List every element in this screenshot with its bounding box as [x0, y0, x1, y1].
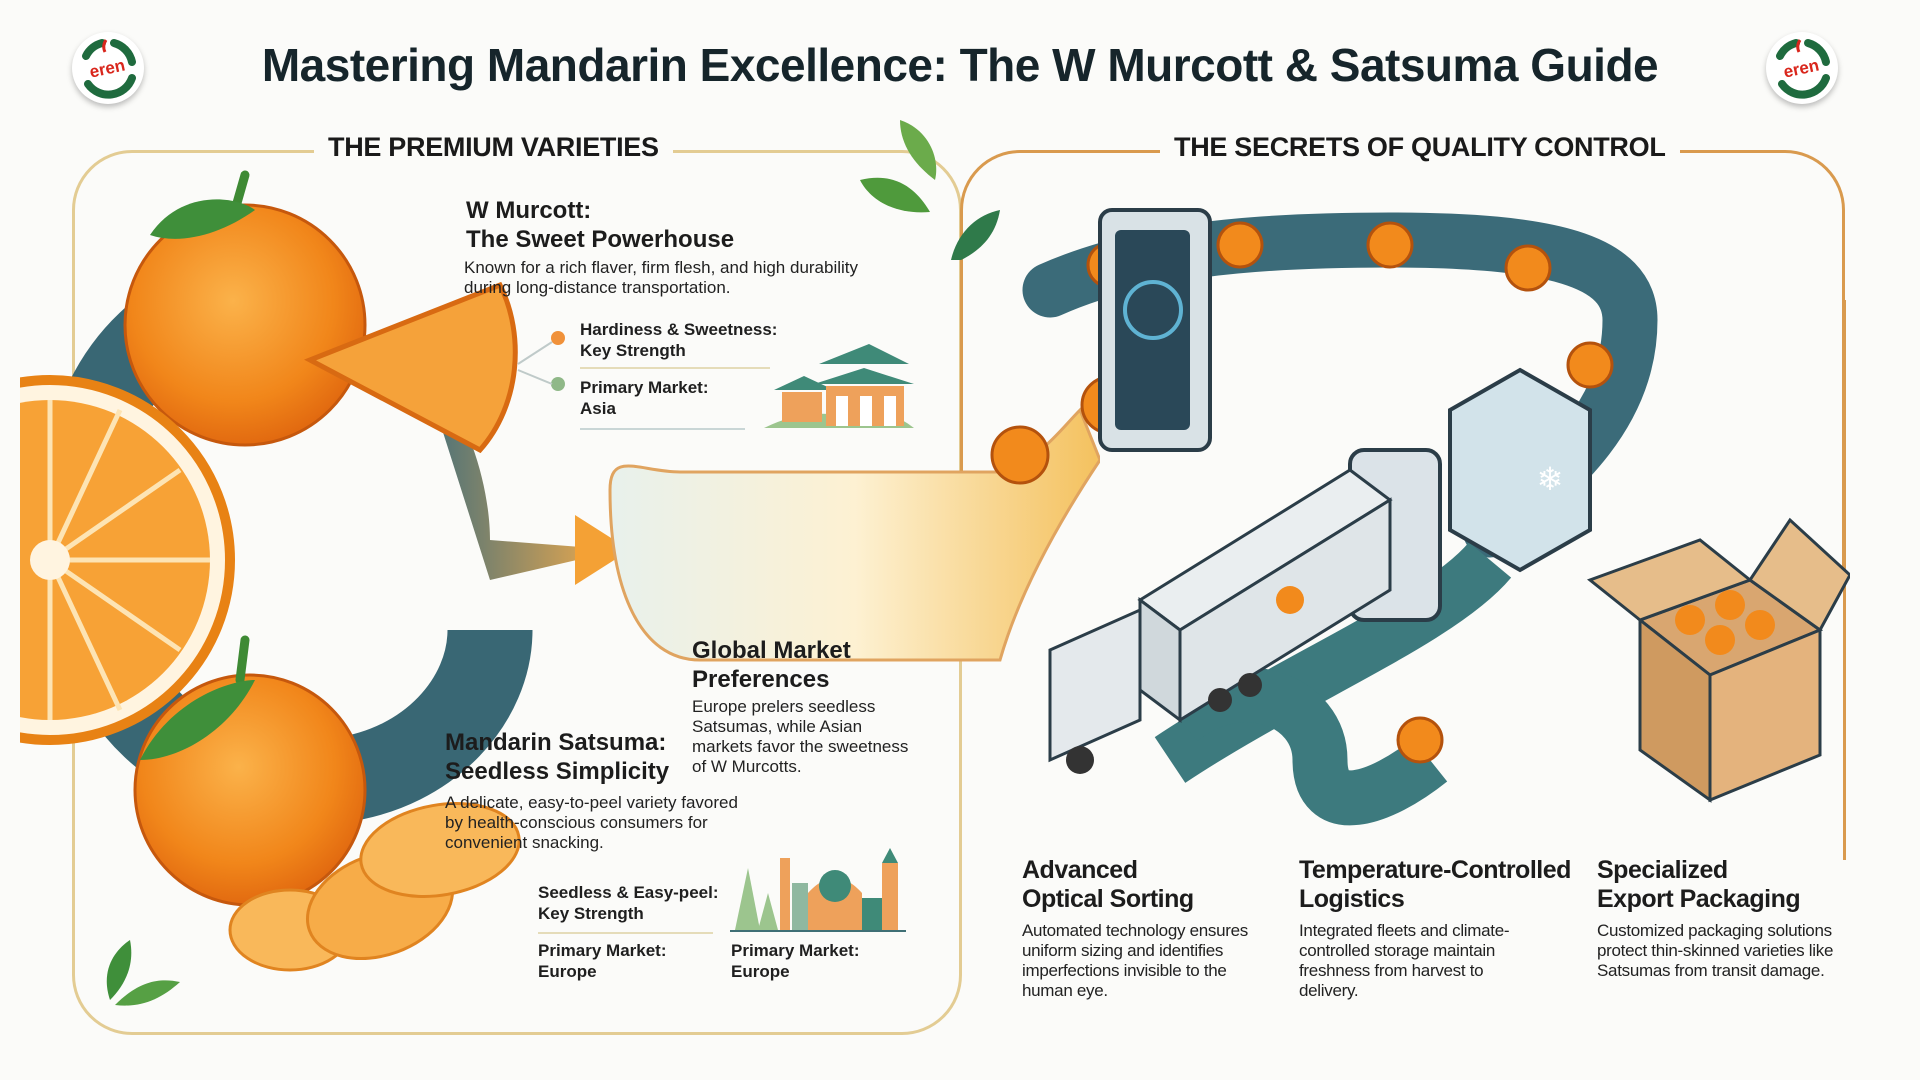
mandarin-varieties-illustration — [20, 170, 630, 1006]
satsuma-description: A delicate, easy-to-peel variety favored… — [445, 793, 738, 852]
murcott-description: Known for a rich flaver, firm flesh, and… — [464, 258, 859, 297]
svg-text:❄: ❄ — [1537, 461, 1564, 497]
divider — [580, 428, 745, 430]
section-label-quality: THE SECRETS OF QUALITY CONTROL — [1160, 132, 1680, 163]
eren-logo-icon: eren — [1769, 35, 1835, 101]
murcott-title: W Murcott: The Sweet Powerhouse — [466, 197, 735, 253]
global-market-text: Europe prelers seedless Satsumas, while … — [692, 697, 909, 776]
european-skyline-icon — [730, 848, 906, 932]
satsuma-market: Primary Market: Europe — [538, 941, 667, 981]
divider — [538, 932, 713, 934]
section-label-varieties: THE PREMIUM VARIETIES — [314, 132, 673, 163]
satsuma-title: Mandarin Satsuma: Seedless Simplicity — [445, 729, 670, 785]
qc-item-optical-sorting: Advanced Optical Sorting Automated techn… — [1022, 856, 1248, 1000]
quality-control-illustration: ❄ — [1022, 208, 1850, 826]
page-title: Mastering Mandarin Excellence: The W Mur… — [261, 39, 1659, 91]
eren-logo-left: eren — [72, 32, 144, 104]
qc-item-temperature-logistics: Temperature-Controlled Logistics Integra… — [1299, 856, 1571, 1000]
market-flow-illustration — [608, 377, 1100, 662]
export-box-icon — [1586, 517, 1850, 803]
eren-logo-icon: eren — [75, 35, 141, 101]
refrigerated-truck-icon — [1048, 468, 1393, 774]
cold-storage-icon — [1448, 367, 1592, 573]
market-dot-icon — [551, 377, 565, 391]
strength-dot-icon — [551, 331, 565, 345]
murcott-market: Primary Market: Asia — [580, 378, 709, 418]
global-market-title: Global Market Preferences — [692, 637, 851, 693]
asian-pagoda-icon — [764, 344, 914, 428]
satsuma-market-secondary: Primary Market: Europe — [731, 941, 860, 981]
murcott-strength: Hardiness & Sweetness: Key Strength — [580, 320, 778, 360]
divider — [580, 367, 770, 369]
qc-item-export-packaging: Specialized Export Packaging Customized … — [1597, 856, 1834, 980]
eren-logo-right: eren — [1766, 32, 1838, 104]
leaf-sprig-icon — [860, 120, 1000, 260]
connector-lines-icon — [517, 341, 553, 385]
satsuma-strength: Seedless & Easy-peel: Key Strength — [538, 883, 719, 923]
